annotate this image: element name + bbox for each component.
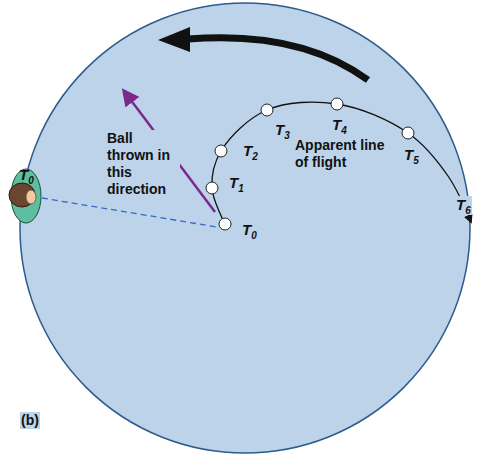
ball-position — [331, 98, 343, 110]
apparent-flight-path — [206, 98, 471, 230]
ball-time-label: T3 — [274, 121, 291, 140]
ball-time-label: T6 — [455, 196, 472, 215]
ball-position — [206, 182, 218, 194]
thrower-time-label: T0 — [18, 166, 35, 185]
rotating-disc — [20, 3, 470, 453]
throw-direction-label: Ball thrown in this direction — [106, 130, 180, 198]
rotation-arrowhead — [158, 27, 190, 52]
flight-path-label: Apparent line of flight — [294, 137, 401, 171]
ball-time-label: T0 — [241, 221, 258, 240]
ball-time-label: T2 — [242, 142, 259, 161]
flight-curve — [212, 102, 471, 224]
ball-position — [261, 104, 273, 116]
ball-position — [215, 145, 227, 157]
ball-time-label: T5 — [403, 146, 420, 165]
ball-time-label: T4 — [331, 116, 348, 135]
ball-position — [219, 218, 231, 230]
ball-position — [402, 127, 414, 139]
ball-time-label: T1 — [228, 174, 245, 193]
rotation-arrow — [188, 38, 368, 80]
sight-line — [42, 198, 217, 227]
panel-label: (b) — [20, 412, 40, 429]
